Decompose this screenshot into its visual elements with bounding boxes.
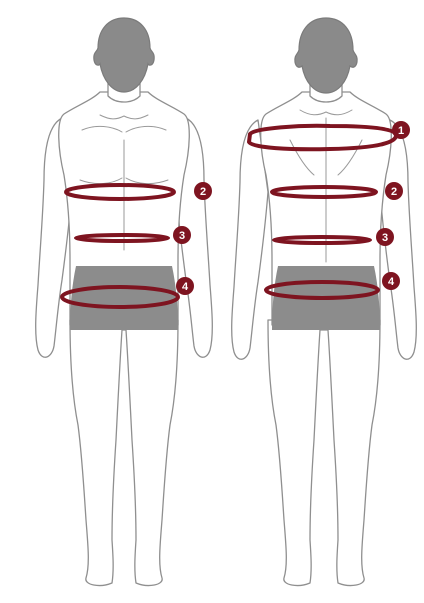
back-legs [267, 319, 381, 587]
front-marker-4: 4 [176, 277, 194, 295]
back-marker-1: 1 [392, 121, 410, 139]
back-hip-band [264, 280, 380, 300]
front-right-arm [175, 117, 213, 358]
marker-number: 2 [200, 186, 206, 198]
front-waist-band [74, 233, 170, 243]
marker-circle [385, 182, 403, 200]
back-marker-4: 4 [382, 272, 400, 290]
back-figure: 1 2 3 4 [231, 17, 417, 587]
front-marker-3: 3 [173, 226, 191, 244]
marker-circle [194, 182, 212, 200]
front-shorts [70, 266, 178, 330]
marker-number: 4 [388, 276, 395, 288]
marker-circle [382, 272, 400, 290]
back-waist-band [272, 235, 372, 245]
marker-circle [392, 121, 410, 139]
front-head [93, 17, 155, 93]
back-spine-lines [289, 109, 363, 263]
marker-number: 1 [398, 125, 404, 137]
marker-number: 3 [179, 230, 185, 242]
front-figure: 2 3 4 [35, 17, 213, 587]
marker-number: 2 [391, 186, 397, 198]
marker-circle [376, 228, 394, 246]
marker-number: 3 [382, 232, 388, 244]
marker-circle [173, 226, 191, 244]
front-hip-band [60, 285, 180, 309]
back-marker-2: 2 [385, 182, 403, 200]
marker-number: 4 [182, 281, 189, 293]
front-legs [69, 319, 179, 587]
front-marker-2: 2 [194, 182, 212, 200]
back-head [294, 17, 358, 94]
front-chest-band [64, 183, 176, 201]
back-marker-3: 3 [376, 228, 394, 246]
back-left-arm [231, 119, 269, 360]
marker-circle [176, 277, 194, 295]
back-chest-band [270, 185, 378, 199]
front-left-arm [35, 117, 73, 358]
